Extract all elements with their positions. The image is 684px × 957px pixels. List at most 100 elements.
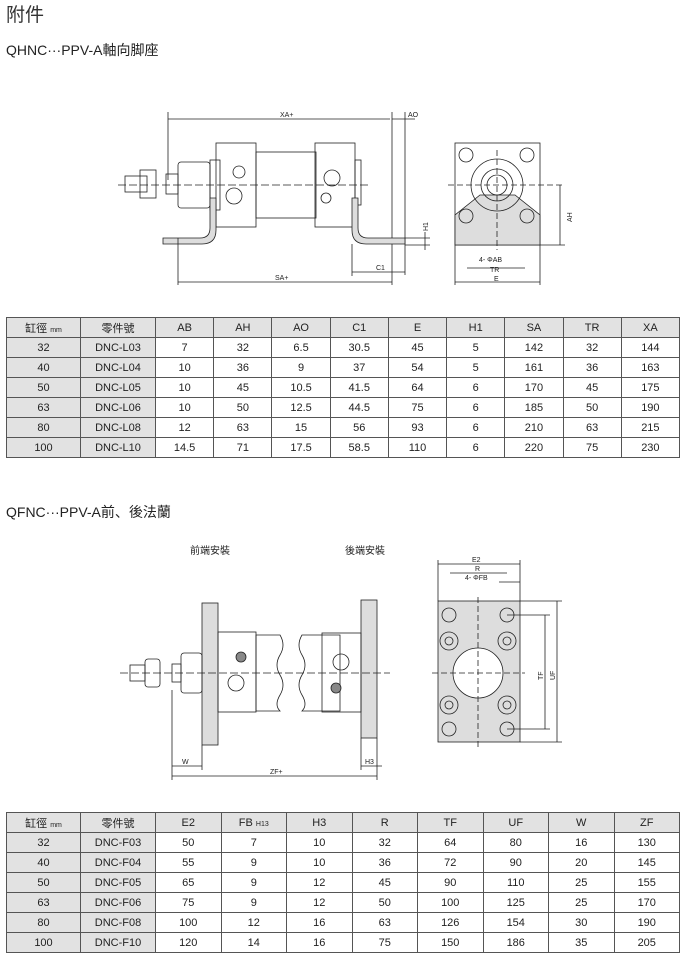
- value-cell: 50: [562, 397, 622, 418]
- header-h1: H1: [446, 317, 506, 338]
- part-number-cell: DNC-L10: [80, 437, 156, 458]
- value-cell: 41.5: [329, 377, 389, 398]
- table-header: 缸徑 mm 零件號 AB AH AO C1 E H1 SA TR XA: [6, 317, 681, 338]
- value-cell: 155: [613, 872, 680, 893]
- side-view: [120, 599, 390, 780]
- value-cell: 161: [504, 357, 564, 378]
- value-cell: 190: [613, 912, 680, 933]
- label-front-mount: 前端安裝: [190, 544, 230, 557]
- value-cell: 36: [351, 852, 418, 873]
- value-cell: 125: [482, 892, 549, 913]
- label-ah: AH: [567, 212, 574, 222]
- header-h3: H3: [286, 812, 353, 833]
- part-number-cell: DNC-L05: [80, 377, 156, 398]
- value-cell: 100: [155, 912, 222, 933]
- value-cell: 170: [613, 892, 680, 913]
- value-cell: 150: [417, 932, 484, 953]
- label-c1: C1: [376, 265, 385, 272]
- header-tf: TF: [417, 812, 484, 833]
- value-cell: 145: [613, 852, 680, 873]
- value-cell: 45: [387, 337, 448, 358]
- value-cell: 6: [446, 417, 506, 438]
- value-cell: 14.5: [154, 437, 215, 458]
- value-cell: 37: [329, 357, 389, 378]
- header-xa: XA: [620, 317, 681, 338]
- part-number-cell: DNC-F03: [80, 832, 156, 853]
- bore-cell: 50: [6, 872, 81, 893]
- value-cell: 20: [548, 852, 615, 873]
- value-cell: 10.5: [271, 377, 331, 398]
- value-cell: 215: [620, 417, 681, 438]
- header-sa: SA: [504, 317, 564, 338]
- value-cell: 7: [220, 832, 287, 853]
- part-number-cell: DNC-F08: [80, 912, 156, 933]
- table-header: 缸徑 mm 零件號 E2 FB H13 H3 R TF UF W ZF: [6, 812, 680, 833]
- value-cell: 130: [613, 832, 680, 853]
- value-cell: 12: [154, 417, 215, 438]
- value-cell: 32: [562, 337, 622, 358]
- value-cell: 64: [417, 832, 484, 853]
- side-view: [118, 112, 430, 285]
- value-cell: 58.5: [329, 437, 389, 458]
- value-cell: 45: [351, 872, 418, 893]
- value-cell: 126: [417, 912, 484, 933]
- value-cell: 25: [548, 892, 615, 913]
- value-cell: 10: [154, 357, 215, 378]
- value-cell: 30.5: [329, 337, 389, 358]
- value-cell: 45: [562, 377, 622, 398]
- part-number-cell: DNC-L08: [80, 417, 156, 438]
- header-ah: AH: [213, 317, 273, 338]
- value-cell: 90: [482, 852, 549, 873]
- label-r: R: [475, 566, 480, 573]
- value-cell: 154: [482, 912, 549, 933]
- value-cell: 16: [286, 932, 353, 953]
- value-cell: 10: [286, 852, 353, 873]
- value-cell: 75: [155, 892, 222, 913]
- value-cell: 45: [213, 377, 273, 398]
- value-cell: 175: [620, 377, 681, 398]
- value-cell: 71: [213, 437, 273, 458]
- bore-cell: 40: [6, 852, 81, 873]
- header-bore: 缸徑 mm: [6, 317, 81, 338]
- value-cell: 10: [154, 377, 215, 398]
- value-cell: 75: [562, 437, 622, 458]
- bore-cell: 40: [6, 357, 81, 378]
- value-cell: 63: [562, 417, 622, 438]
- value-cell: 6: [446, 397, 506, 418]
- label-e: E: [494, 276, 499, 283]
- value-cell: 32: [351, 832, 418, 853]
- value-cell: 72: [417, 852, 484, 873]
- header-w: W: [548, 812, 615, 833]
- header-ab: AB: [154, 317, 215, 338]
- value-cell: 110: [387, 437, 448, 458]
- label-xa: XA+: [280, 112, 293, 119]
- part-number-cell: DNC-F04: [80, 852, 156, 873]
- bore-cell: 50: [6, 377, 81, 398]
- header-uf: UF: [482, 812, 549, 833]
- value-cell: 220: [504, 437, 564, 458]
- value-cell: 12: [220, 912, 287, 933]
- header-e2: E2: [155, 812, 222, 833]
- header-part: 零件號: [80, 317, 156, 338]
- value-cell: 30: [548, 912, 615, 933]
- value-cell: 36: [562, 357, 622, 378]
- value-cell: 55: [155, 852, 222, 873]
- value-cell: 230: [620, 437, 681, 458]
- label-tr: TR: [490, 267, 499, 274]
- value-cell: 50: [213, 397, 273, 418]
- part-number-cell: DNC-F06: [80, 892, 156, 913]
- label-ab: 4- ΦAB: [479, 257, 502, 264]
- label-e2: E2: [472, 557, 481, 564]
- value-cell: 12: [286, 872, 353, 893]
- section2-title: QFNC···PPV-A前、後法蘭: [6, 504, 171, 520]
- label-zf: ZF+: [270, 769, 283, 776]
- label-ao: AO: [408, 112, 419, 119]
- end-view: [432, 560, 562, 750]
